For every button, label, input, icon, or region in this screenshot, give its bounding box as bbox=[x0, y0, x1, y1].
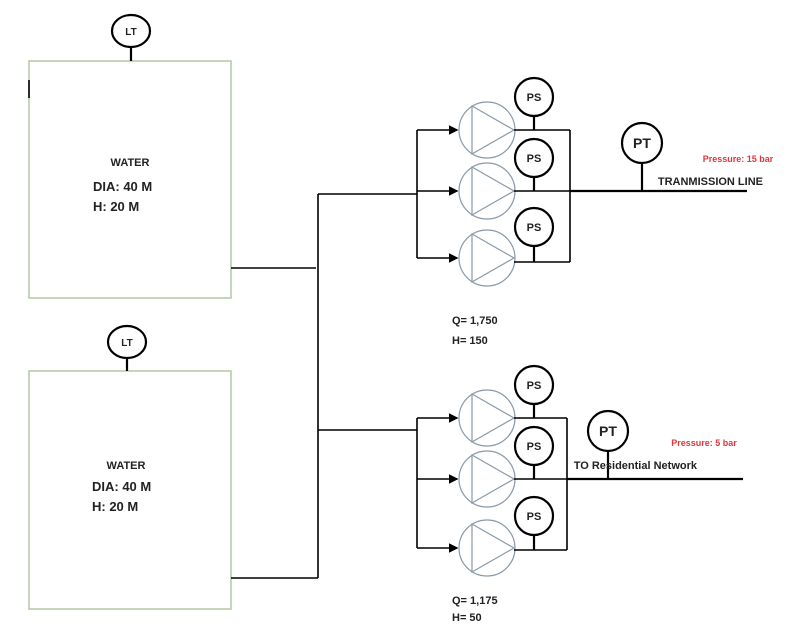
pt-label: PT bbox=[633, 135, 651, 151]
ps-label: PS bbox=[527, 441, 542, 453]
pressure-transmitter bbox=[620, 121, 664, 165]
pump-group-2: PS PS PS PT Pressure: 5 bar TO Residential Ne… bbox=[416, 364, 743, 624]
tank-1-label: WATER bbox=[111, 157, 150, 169]
tank-2: LT WATER DIA: 40 M H: 20 M bbox=[28, 324, 232, 610]
ps-label: PS bbox=[527, 153, 542, 165]
tank-2-dia: DIA: 40 M bbox=[92, 479, 151, 494]
flow-label: Q= 1,750 bbox=[452, 315, 498, 327]
ps-label: PS bbox=[527, 92, 542, 104]
head-label: H= 50 bbox=[452, 612, 482, 624]
tank-1-body bbox=[28, 60, 232, 299]
pump bbox=[458, 101, 516, 159]
pressure-switch bbox=[513, 425, 555, 467]
pump bbox=[458, 162, 516, 220]
pressure-label: Pressure: 15 bar bbox=[703, 154, 774, 164]
pressure-switch bbox=[513, 76, 555, 118]
tank-2-body bbox=[28, 370, 232, 610]
tank-2-height: H: 20 M bbox=[92, 499, 138, 514]
line-label: TO Residential Network bbox=[574, 460, 698, 472]
pressure-switch bbox=[513, 495, 555, 537]
pt-label: PT bbox=[599, 423, 617, 439]
pressure-switch bbox=[513, 206, 555, 248]
pressure-switch bbox=[513, 137, 555, 179]
level-transmitter-2 bbox=[106, 324, 148, 360]
pressure-transmitter bbox=[586, 409, 630, 453]
pump bbox=[458, 389, 516, 447]
lt-1-label: LT bbox=[125, 27, 136, 38]
ps-label: PS bbox=[527, 380, 542, 392]
ps-label: PS bbox=[527, 511, 542, 523]
pressure-switch bbox=[513, 364, 555, 406]
suction-header bbox=[231, 193, 417, 579]
flow-label: Q= 1,175 bbox=[452, 595, 498, 607]
pump bbox=[458, 450, 516, 508]
pump bbox=[458, 229, 516, 287]
pressure-label: Pressure: 5 bar bbox=[671, 438, 737, 448]
level-transmitter-1 bbox=[110, 13, 152, 49]
tank-2-label: WATER bbox=[107, 460, 146, 472]
head-label: H= 150 bbox=[452, 335, 488, 347]
tank-1-height: H: 20 M bbox=[93, 199, 139, 214]
pump bbox=[458, 519, 516, 577]
tank-1-dia: DIA: 40 M bbox=[93, 179, 152, 194]
ps-label: PS bbox=[527, 222, 542, 234]
line-label: TRANMISSION LINE bbox=[658, 176, 763, 188]
tank-1: LT WATER DIA: 40 M H: 20 M bbox=[28, 13, 232, 299]
lt-2-label: LT bbox=[121, 338, 132, 349]
